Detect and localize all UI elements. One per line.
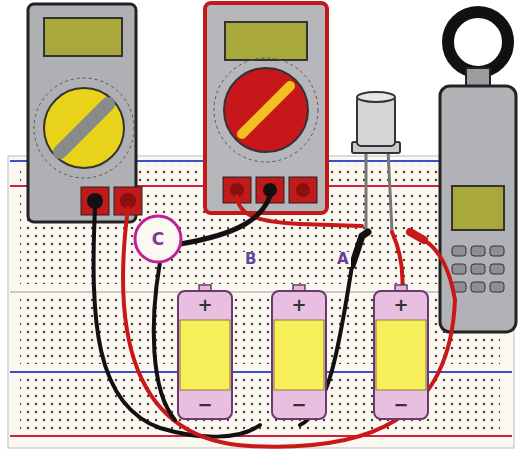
phototransistor <box>352 92 400 232</box>
battery-label <box>376 320 426 390</box>
battery-casing <box>178 291 232 419</box>
battery-cell: +− <box>372 290 430 420</box>
battery-label <box>274 320 324 390</box>
circle-outline <box>135 216 181 262</box>
battery-casing <box>272 291 326 419</box>
polarity-sign: − <box>197 396 212 414</box>
polarity-sign: + <box>291 296 306 314</box>
breadboard <box>8 156 514 448</box>
polarity-sign: − <box>291 396 306 414</box>
polarity-sign: − <box>393 396 408 414</box>
polarity-sign: + <box>393 296 408 314</box>
battery-cell: +− <box>176 290 234 420</box>
left-multimeter <box>28 4 142 222</box>
wires <box>94 196 455 447</box>
point-letter: A <box>335 252 351 267</box>
point-letter: B <box>243 252 258 267</box>
probe-point-circle: C <box>133 214 183 264</box>
point-letter: C <box>152 231 164 248</box>
battery-casing <box>374 291 428 419</box>
middle-multimeter <box>205 3 327 213</box>
battery-cell: +− <box>270 290 328 420</box>
battery-label <box>180 320 230 390</box>
polarity-sign: + <box>197 296 212 314</box>
